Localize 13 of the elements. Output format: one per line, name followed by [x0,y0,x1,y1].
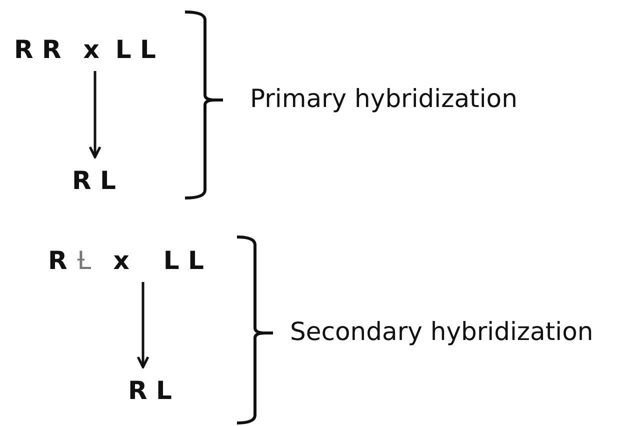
arrow [88,71,102,158]
genotype-label: L L [163,246,204,274]
genotype-label: R [48,246,68,274]
group-label: Primary hybridization [250,84,518,113]
group-label: Secondary hybridization [290,317,594,346]
barred-letter: Ƚ [77,246,92,274]
arrow [136,282,150,368]
genotype-label: R R [14,34,62,64]
genotype-label: x [83,34,100,64]
genotype-label: R L [72,166,116,194]
genotype-label: x [113,246,130,274]
genotype-label: R L [128,376,172,404]
genotype-label: L L [115,34,156,64]
